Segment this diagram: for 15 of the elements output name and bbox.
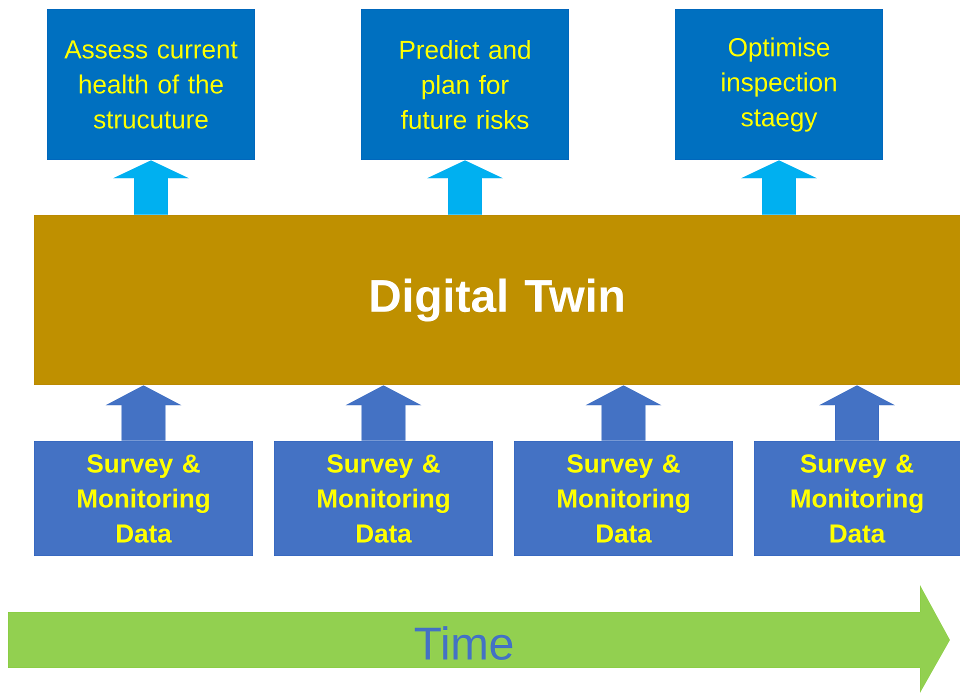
output-box: Optimise inspection staegy [675, 9, 883, 160]
block-arrow [819, 385, 896, 441]
block-arrow [427, 160, 503, 215]
block-arrow [586, 385, 662, 441]
block-arrow [346, 385, 422, 441]
block-arrow [741, 160, 817, 215]
block-arrow [113, 160, 189, 215]
output-box: Assess current health of the strucuture [47, 9, 255, 160]
data-box: Survey & Monitoring Data [274, 441, 493, 556]
digital-twin-band: Digital Twin [34, 215, 960, 385]
data-box: Survey & Monitoring Data [34, 441, 253, 556]
data-box: Survey & Monitoring Data [514, 441, 733, 556]
data-box: Survey & Monitoring Data [754, 441, 960, 556]
block-arrow [106, 385, 182, 441]
output-box: Predict and plan for future risks [361, 9, 569, 160]
